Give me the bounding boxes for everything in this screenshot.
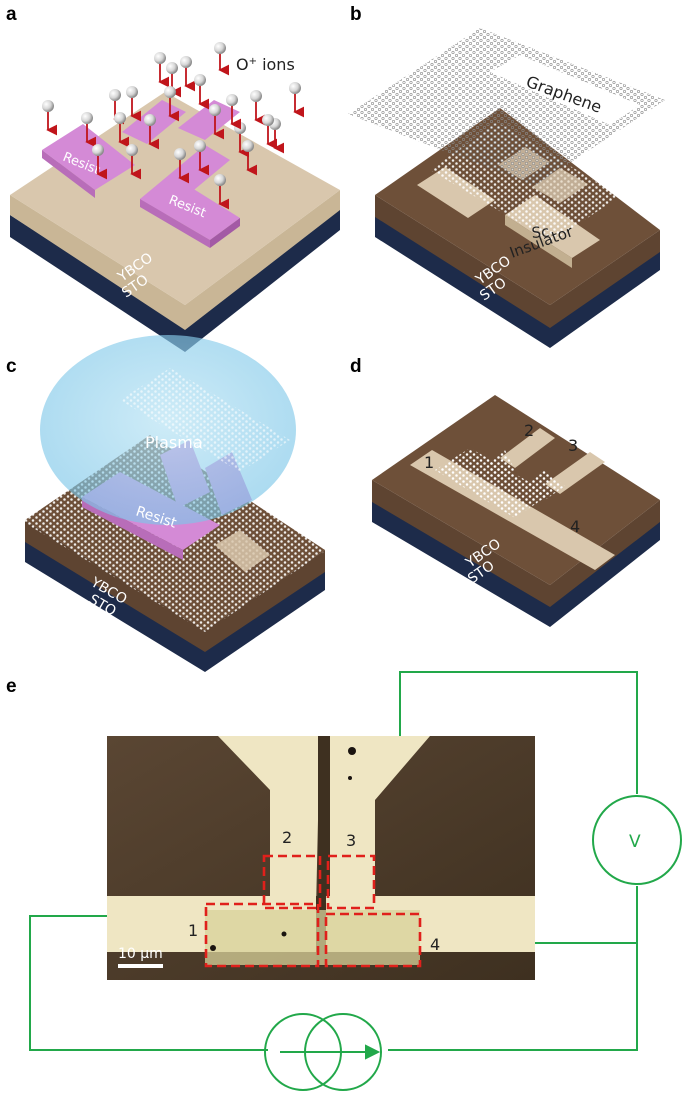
micrograph: 10 μm	[107, 736, 535, 980]
insulator-side	[375, 195, 660, 328]
plasma-dome	[40, 335, 296, 525]
terminal-1-d: 1	[424, 453, 434, 472]
dashed-region-1	[204, 902, 320, 968]
scale-bar-label: 10 μm	[118, 946, 163, 962]
dashed-region-4	[324, 912, 422, 968]
sto-layer	[25, 540, 325, 672]
sto-layer	[375, 215, 660, 348]
panel-d: d 1 2 3 4 YBCO STO	[350, 356, 660, 627]
ybco-side	[10, 190, 340, 330]
panel-b: b Graphene Sc Insulator YBCO STO	[348, 4, 665, 348]
ion-icon	[234, 122, 246, 134]
panel-label-a: a	[6, 4, 17, 25]
insulator-side	[25, 520, 325, 652]
plasma-label: Plasma	[145, 433, 203, 452]
ion-icon	[81, 112, 93, 124]
sc-label: Sc	[531, 223, 550, 242]
voltmeter	[592, 795, 682, 885]
ion-icon	[166, 62, 178, 74]
terminal-2-d: 2	[524, 421, 534, 440]
ion-legend-label: O+ ions	[236, 55, 295, 74]
pad-2	[218, 736, 318, 910]
ion-icon	[114, 112, 126, 124]
ion-icon	[250, 90, 262, 102]
ion-icon	[289, 82, 301, 94]
sc-pad-left	[417, 167, 495, 218]
panel-e: e 10 μm 2 3 1 4	[6, 671, 682, 1091]
ion-icon	[209, 104, 221, 116]
ion-icon	[194, 74, 206, 86]
terminal-4-e: 4	[430, 935, 440, 954]
ion-icon	[126, 144, 138, 156]
ion-legend-icon	[214, 42, 226, 54]
measurement-circuit	[29, 671, 682, 1091]
ion-icon	[180, 56, 192, 68]
ion-icon	[194, 140, 206, 152]
panel-label-b: b	[350, 4, 362, 25]
ion-icon	[144, 114, 156, 126]
ion-icon	[214, 174, 226, 186]
panel-c: c Plasma Resist YBCO STO	[6, 335, 330, 672]
terminal-3-e: 3	[346, 831, 356, 850]
ion-icon	[174, 148, 186, 160]
ion-icon	[126, 86, 138, 98]
sto-layer	[372, 500, 660, 627]
voltmeter-label: V	[629, 832, 641, 852]
ion-icon	[242, 140, 254, 152]
terminal-1-e: 1	[188, 921, 198, 940]
scale-bar	[118, 964, 163, 968]
terminal-4-d: 4	[570, 517, 580, 536]
terminal-2-e: 2	[282, 828, 292, 847]
panel-label-d: d	[350, 356, 362, 377]
ion-icon	[262, 114, 274, 126]
oxygen-ions	[42, 52, 304, 210]
sc-strip-2	[500, 428, 555, 468]
ion-icon	[42, 100, 54, 112]
graphene-sheet	[348, 28, 665, 186]
insulator-side	[372, 480, 660, 607]
panel-label-c: c	[6, 356, 17, 377]
ion-icon	[164, 86, 176, 98]
terminal-3-d: 3	[568, 436, 578, 455]
graphene-patch	[435, 448, 550, 518]
ion-icon	[154, 52, 166, 64]
panel-a: a Resist Resist YBCO STO O+ ions	[6, 4, 340, 352]
pad-3	[326, 736, 430, 910]
ion-icon	[109, 89, 121, 101]
ion-icon	[92, 144, 104, 156]
panel-label-e: e	[6, 676, 17, 697]
ion-icon	[226, 94, 238, 106]
